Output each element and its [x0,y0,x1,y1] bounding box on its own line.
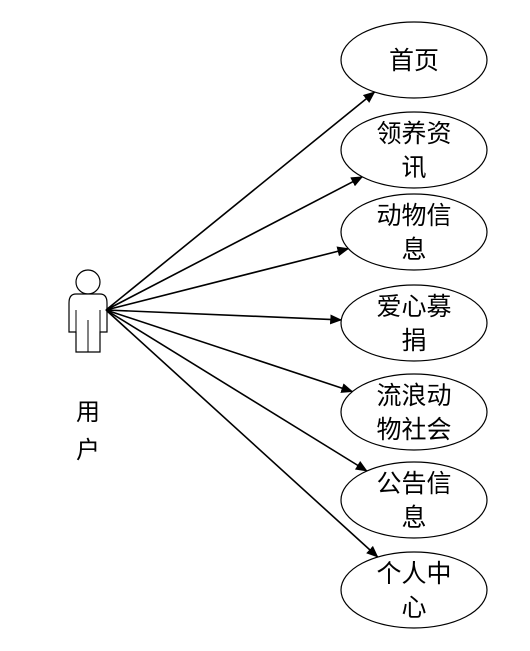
actor-user [68,269,108,353]
use-case-label: 首页 [389,46,439,75]
arrow-to-stray-community [105,309,354,393]
actor-label-line-1: 用 [76,398,100,426]
use-case-label: 讯 [401,153,426,182]
arrow-to-announcement [105,309,368,472]
association-arrows [105,91,379,558]
use-case-ellipse [340,111,488,189]
use-case-label: 动物信 [376,201,451,230]
actor-label-line-2: 户 [76,436,100,464]
arrow-to-home [105,91,376,311]
arrow-to-adoption-info [105,176,364,311]
use-case-home: 首页 [340,21,488,99]
use-case-label: 息 [401,503,426,532]
use-case-label: 爱心募 [376,292,451,321]
use-case-label: 心 [401,593,426,622]
arrow-to-personal-center [105,309,379,558]
use-case-label: 个人中 [376,559,451,588]
arrow-to-animal-info [105,246,350,311]
use-case-ellipse [340,461,488,539]
use-case-label: 公告信 [376,469,451,498]
use-case-ellipse [340,284,488,362]
use-case-label: 息 [401,235,426,264]
actor-head [75,269,101,295]
arrow-to-donation [105,309,343,325]
use-case-label: 捐 [401,326,426,355]
use-case-ellipse [340,551,488,629]
use-case-label: 物社会 [376,415,451,444]
use-case-ellipse [340,193,488,271]
use-case-ellipse [340,373,488,451]
use-case-ellipse [340,21,488,99]
use-case-label: 流浪动 [376,381,451,410]
use-case-label: 领养资 [376,119,451,148]
